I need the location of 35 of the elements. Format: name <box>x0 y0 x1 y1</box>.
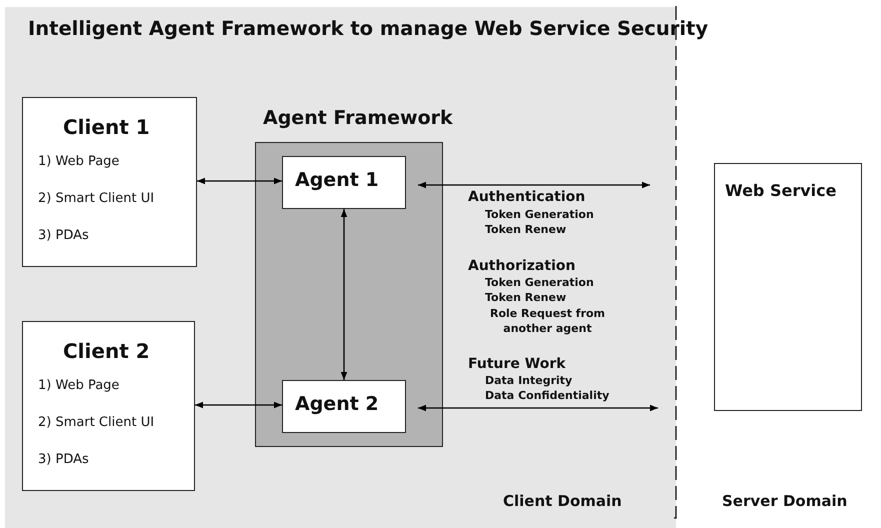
double-arrow <box>418 404 658 412</box>
double-arrow <box>340 209 348 380</box>
list-item: Token Renew <box>485 223 566 236</box>
list-item: Token Generation <box>485 208 594 221</box>
section-heading: Future Work <box>468 356 566 372</box>
double-arrow <box>197 178 282 184</box>
client-title: Client 1 <box>63 115 150 139</box>
list-item: Token Renew <box>485 291 566 304</box>
client-box <box>22 97 197 267</box>
agent-box <box>282 380 406 433</box>
agent-box <box>282 156 406 209</box>
list-item: 3) PDAs <box>38 228 89 243</box>
list-item: 3) PDAs <box>38 452 89 467</box>
list-item: 2) Smart Client UI <box>38 191 154 206</box>
client-box <box>22 321 195 491</box>
agent-label: Agent 1 <box>295 169 379 191</box>
group-heading: Agent Framework <box>263 107 453 129</box>
list-item: 1) Web Page <box>38 154 120 169</box>
client-title: Client 2 <box>63 339 150 363</box>
section-heading: Authorization <box>468 258 576 274</box>
list-item: 2) Smart Client UI <box>38 415 154 430</box>
section-heading: Authentication <box>468 189 586 205</box>
list-item: Data Integrity <box>485 374 572 387</box>
double-arrow <box>195 402 282 408</box>
web-service-box <box>714 163 862 411</box>
list-item: Role Request from another agent <box>488 306 606 336</box>
list-item: 1) Web Page <box>38 378 120 393</box>
list-item: Data Confidentiality <box>485 389 610 402</box>
service-label: Web Service <box>725 181 836 200</box>
double-arrow <box>418 182 650 188</box>
domain-label: Client Domain <box>503 492 622 510</box>
agent-label: Agent 2 <box>295 393 379 415</box>
diagram-title: Intelligent Agent Framework to manage Web Service Security <box>28 17 708 40</box>
domain-label: Server Domain <box>722 492 848 510</box>
list-item: Token Generation <box>485 276 594 289</box>
